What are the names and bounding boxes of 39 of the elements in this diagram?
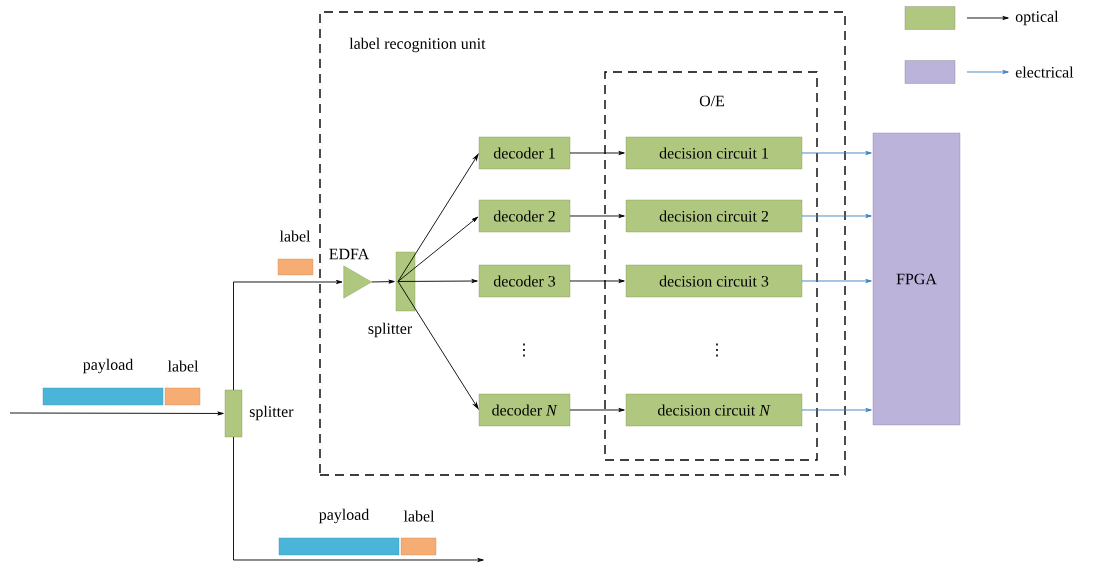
decoder-box: decoder N xyxy=(478,393,571,427)
arrow xyxy=(371,279,395,284)
component-label: payload xyxy=(83,358,134,374)
arrow xyxy=(9,411,224,416)
component-label: label xyxy=(403,510,435,522)
component-label: splitter xyxy=(249,405,294,421)
decoder-box: decoder 2 xyxy=(478,199,571,233)
arrow xyxy=(397,153,479,282)
circuit-box: decision circuit 1 xyxy=(625,136,803,170)
arrow xyxy=(397,279,478,284)
fpga-box: FPGA xyxy=(872,132,961,426)
arrow xyxy=(569,214,625,218)
decoder-box: decoder 3 xyxy=(478,264,571,298)
legend-label: optical xyxy=(1015,10,1059,26)
arrow xyxy=(801,151,872,155)
ellipsis: ⋮ xyxy=(716,343,718,357)
frame-heading: O/E xyxy=(699,95,725,107)
component-label: label xyxy=(167,360,199,372)
arrow xyxy=(569,279,625,283)
arrow xyxy=(233,280,343,391)
component-label: label xyxy=(279,230,311,242)
frame-heading: label recognition unit xyxy=(349,37,486,53)
ellipsis: ⋮ xyxy=(523,343,525,357)
arrow xyxy=(569,408,625,412)
arrow xyxy=(233,436,484,562)
component-label: splitter xyxy=(368,322,412,338)
circuit-box: decision circuit 2 xyxy=(625,199,803,233)
arrow xyxy=(397,281,479,409)
circuit-box: decision circuit N xyxy=(625,393,803,427)
arrow xyxy=(801,408,872,412)
arrow xyxy=(801,279,872,283)
arrow xyxy=(801,214,872,218)
decoder-box: decoder 1 xyxy=(478,136,571,170)
component-label: EDFA xyxy=(329,248,370,260)
arrow xyxy=(569,151,625,155)
circuit-box: decision circuit 3 xyxy=(625,264,803,298)
arrow xyxy=(397,216,479,282)
legend-label: electrical xyxy=(1015,66,1074,78)
component-label: payload xyxy=(319,508,370,524)
